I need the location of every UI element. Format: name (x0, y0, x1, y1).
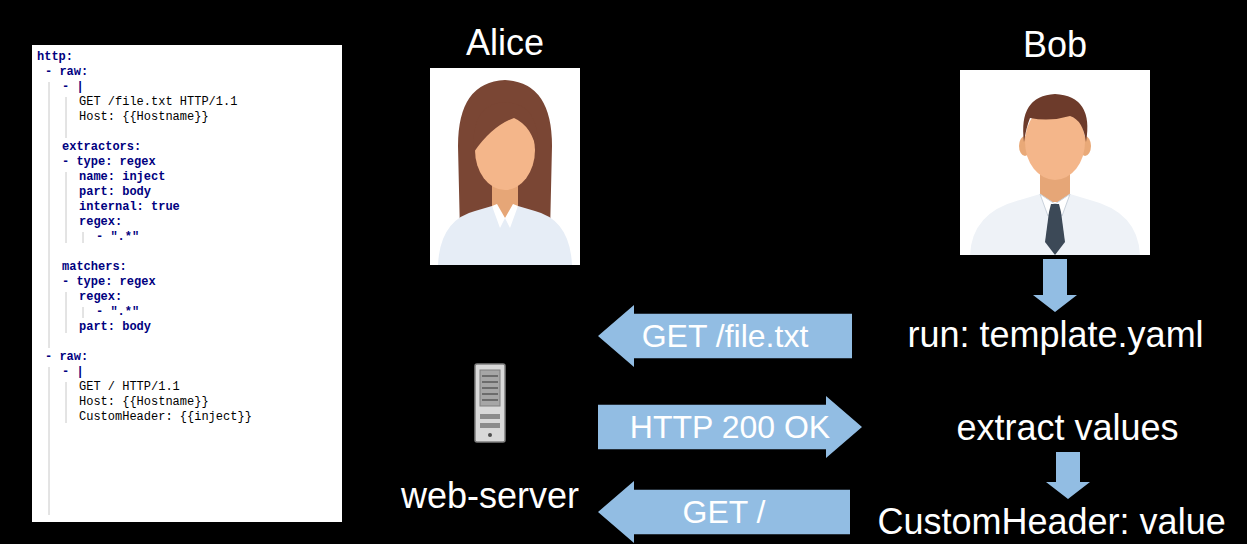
request-arrow: GET /file.txt (598, 305, 852, 367)
graphic-part (474, 102, 538, 152)
indent-guide (66, 172, 67, 243)
label-text: Alice (415, 18, 595, 68)
graphic-part (960, 70, 1150, 255)
request-arrow: GET / (598, 481, 850, 543)
graphic-part (480, 423, 500, 428)
label-text: CustomHeader: {{inject}} (79, 410, 252, 425)
graphic-part (480, 370, 500, 406)
graphic-part (492, 204, 518, 228)
label-text: Host: {{Hostname}} (79, 110, 209, 125)
person-avatar: Alice (415, 18, 595, 265)
arrow-body (598, 396, 862, 458)
step-label: extract values (957, 408, 1180, 448)
graphic-part (482, 393, 498, 395)
label-text: GET / HTTP/1.1 (79, 380, 180, 395)
label-text: GET /file.txt (642, 305, 809, 367)
graphic-part (1049, 204, 1061, 212)
label-text: - type: regex (62, 155, 156, 170)
avatar-illustration (430, 68, 580, 265)
server-icon: web-server (385, 362, 595, 516)
label-text: regex: (79, 215, 122, 230)
graphic-part (482, 387, 498, 389)
step-label: CustomHeader: value (878, 502, 1227, 542)
label-text: part: body (79, 320, 151, 335)
label-text: - ".*" (96, 230, 139, 245)
label-text: extractors: (62, 140, 141, 155)
label-text: - raw: (45, 65, 88, 80)
label-text: matchers: (62, 260, 127, 275)
label-text: run: template.yaml (908, 315, 1205, 355)
code-panel: http:- raw:- |GET /file.txt HTTP/1.1Host… (32, 45, 342, 522)
step-label: run: template.yaml (908, 315, 1205, 355)
label-text: - type: regex (62, 275, 156, 290)
label-text: CustomHeader: value (878, 502, 1227, 542)
indent-guide (66, 382, 67, 423)
graphic-part (488, 433, 492, 437)
indent-guide (83, 307, 84, 318)
label-text: - | (62, 80, 84, 95)
label-text: HTTP 200 OK (630, 396, 830, 458)
flow-arrow (1033, 259, 1077, 312)
label-text: name: inject (79, 170, 165, 185)
label-text: http: (37, 50, 73, 65)
label-text: part: body (79, 185, 151, 200)
graphic-part (1023, 94, 1087, 142)
label-text: - raw: (45, 350, 88, 365)
label-text: GET /file.txt HTTP/1.1 (79, 95, 237, 110)
indent-guide (66, 97, 67, 138)
graphic-part (482, 399, 498, 401)
indent-guide (66, 292, 67, 333)
arrow-body (598, 305, 852, 367)
graphic-part (480, 414, 500, 419)
graphic-part (482, 375, 498, 377)
label-text: - | (62, 365, 84, 380)
label-text: web-server (385, 476, 595, 516)
label-text: - ".*" (96, 305, 139, 320)
arrow-body (598, 481, 850, 543)
graphic-part (458, 80, 552, 233)
indent-guide (49, 82, 50, 348)
avatar-illustration (960, 70, 1150, 255)
graphic-part (475, 364, 505, 442)
label-text: regex: (79, 290, 122, 305)
indent-guide (83, 232, 84, 243)
graphic-part (1045, 212, 1065, 255)
request-arrow: HTTP 200 OK (598, 396, 862, 458)
graphic-part (970, 194, 1140, 255)
label-text: GET / (683, 481, 766, 543)
graphic-part (438, 206, 572, 265)
indent-guide (49, 367, 50, 515)
label-text: internal: true (79, 200, 180, 215)
person-avatar: Bob (955, 20, 1155, 255)
label-text: Bob (955, 20, 1155, 70)
label-text: Host: {{Hostname}} (79, 395, 209, 410)
graphic-part (482, 381, 498, 383)
label-text: extract values (957, 408, 1180, 448)
server-illustration (473, 362, 507, 444)
flow-arrow (1046, 452, 1090, 499)
graphic-part (430, 68, 580, 265)
